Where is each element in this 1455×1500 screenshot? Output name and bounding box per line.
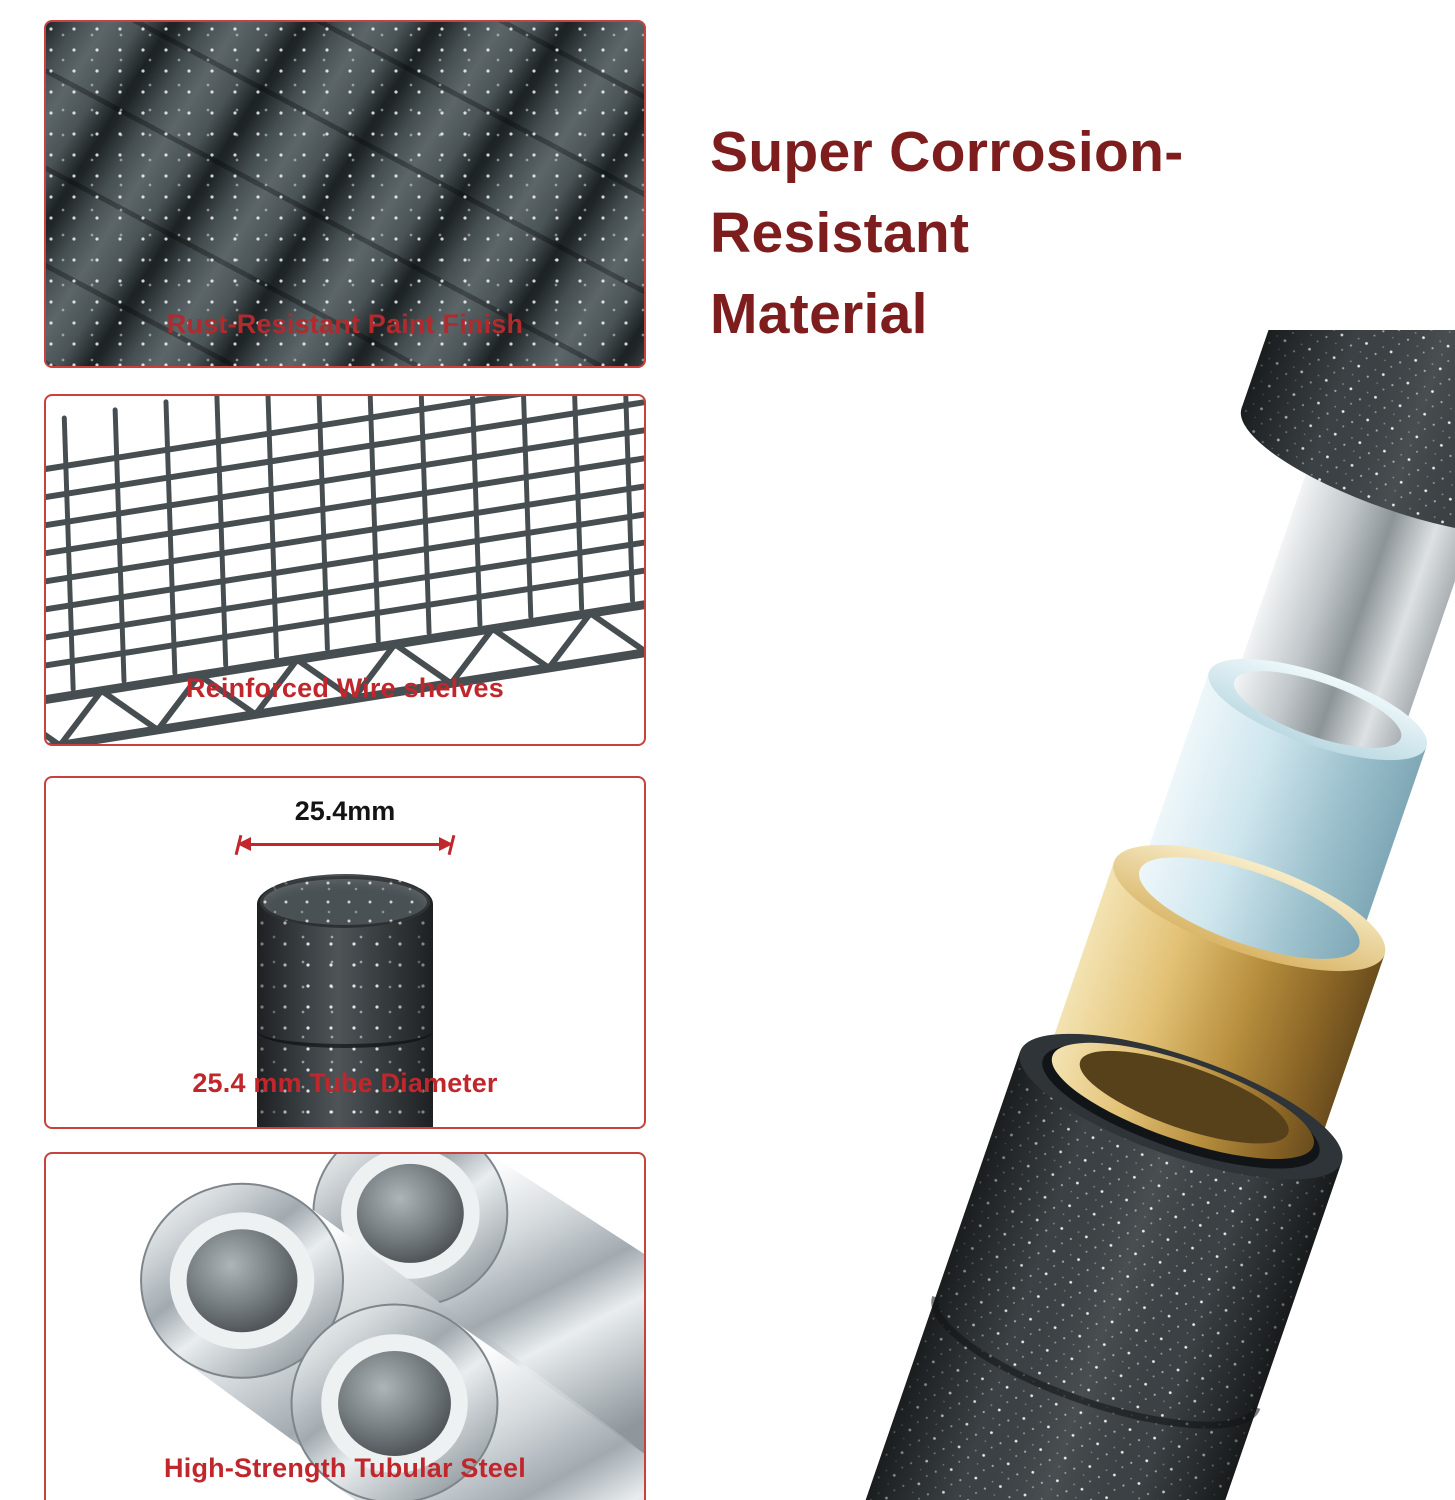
wire-shelf-illustration	[46, 396, 644, 744]
tube-top-face	[260, 876, 430, 928]
page-title: Super Corrosion-Resistant Material	[710, 112, 1430, 355]
panel-steel-caption: High-Strength Tubular Steel	[164, 1453, 526, 1483]
speckled-tube-photo	[257, 874, 433, 1127]
cutaway-illustration-area	[640, 330, 1455, 1500]
coated-tube-lower	[688, 1033, 1343, 1500]
panel-rust-resistant-paint: Rust-Resistant Paint Finish	[44, 20, 646, 368]
panel-paint-caption: Rust-Resistant Paint Finish	[166, 309, 524, 339]
diameter-dimension: 25.4mm	[234, 796, 456, 856]
panel-reinforced-wire-shelves: Reinforced Wire shelves	[44, 394, 646, 746]
speckled-tubes-photo	[46, 22, 644, 366]
title-line-1: Super Corrosion-Resistant	[710, 120, 1184, 266]
diameter-arrow	[234, 834, 456, 856]
chrome-tube-front	[290, 1303, 644, 1500]
tube-joint-seam	[257, 1014, 433, 1049]
title-line-2: Material	[710, 282, 928, 347]
panel-tubular-steel: High-Strength Tubular Steel	[44, 1152, 646, 1500]
panel-tube-diameter: 25.4mm 25.4 mm Tube Diameter	[44, 776, 646, 1129]
undercoat-layer	[1130, 658, 1428, 974]
double-arrow-icon	[237, 837, 453, 851]
corrosion-layers-cutaway	[688, 330, 1455, 1500]
chrome-tubes-photo	[140, 1154, 644, 1500]
diameter-value-label: 25.4mm	[294, 796, 396, 826]
panel-shelves-caption: Reinforced Wire shelves	[186, 673, 504, 703]
panel-tube-caption: 25.4 mm Tube Diameter	[192, 1068, 498, 1098]
coated-tube-upper	[1240, 330, 1455, 536]
